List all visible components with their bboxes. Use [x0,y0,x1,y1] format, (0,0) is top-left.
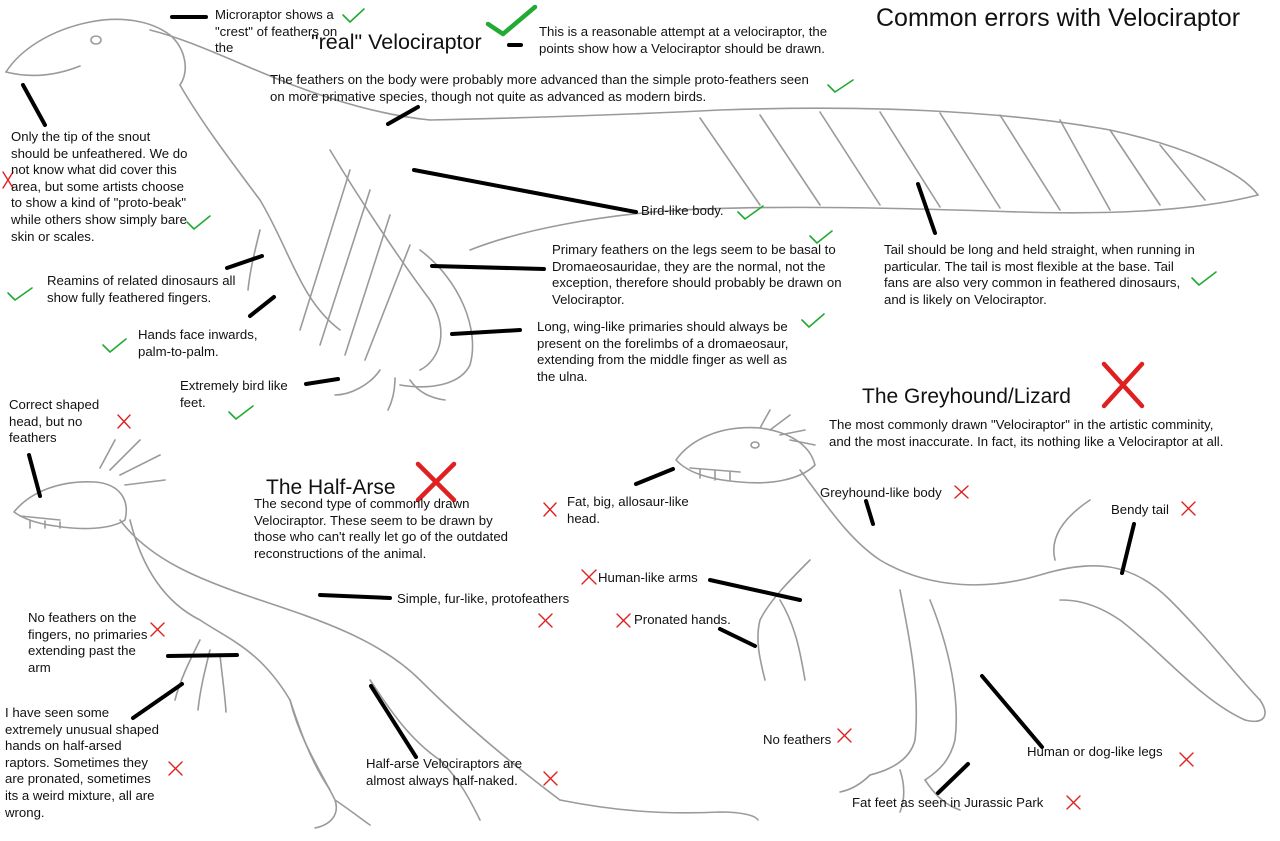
greyhound-heading: The Greyhound/Lizard [862,385,1071,408]
pointer-lines [21,15,1136,795]
check-icon [1191,271,1217,286]
cross-icon [1179,752,1194,767]
cross-icon [2,171,14,189]
hands-note: Hands face inwards, palm-to-palm. [138,327,258,359]
cross-icon [581,569,597,585]
microraptor-crest-note: Microraptor shows a "crest" of feathers … [215,7,338,56]
body-feathers-note: The feathers on the body were probably m… [270,72,809,104]
cross-icon [1181,501,1196,516]
grey-no-feathers-note: No feathers [763,732,832,747]
check-icon [228,405,254,420]
half-arse-raptor-sketch [13,439,759,829]
feet-note: Extremely bird like feet. [180,378,288,410]
real-intro-note: This is a reasonable attempt at a veloci… [539,24,828,56]
bird-body-note: Bird-like body. [641,203,724,218]
big-cross-icon [1101,361,1145,409]
grey-arms-note: Human-like arms [598,570,698,585]
check-icon [102,338,127,353]
half-naked-note: Half-arse Velociraptors are almost alway… [366,756,523,788]
check-icon [342,8,365,23]
cross-icon [538,613,553,628]
check-marks [7,4,1217,420]
cross-icon [168,761,183,776]
grey-body-note: Greyhound-like body [820,485,942,500]
leg-feathers-note: Primary feathers on the legs seem to be … [552,242,842,307]
check-icon [186,215,211,230]
cross-icon [954,485,969,499]
grey-legs-note: Human or dog-like legs [1027,744,1163,759]
cross-marks [2,171,1196,810]
greyhound-intro: The most commonly drawn "Velociraptor" i… [829,417,1224,449]
big-check-icon [485,4,538,37]
check-icon [801,313,825,328]
half-arse-intro: The second type of commonly drawn Veloci… [254,496,508,561]
check-icon [737,205,764,220]
page-title: Common errors with Velociraptor [876,4,1241,32]
half-hands-note: I have seen some extremely unusual shape… [5,705,159,820]
big-cross-icon [415,461,457,503]
cross-icon [117,414,131,429]
grey-tail-note: Bendy tail [1111,502,1169,517]
cross-icon [150,622,165,637]
snout-note: Only the tip of the snout should be unfe… [11,129,188,244]
real-velociraptor-heading: "real" Velociraptor [311,30,482,54]
half-head-note: Correct shaped head, but no feathers [9,397,100,446]
check-icon [827,79,854,93]
half-arse-heading: The Half-Arse [266,476,396,499]
cross-icon [543,771,558,786]
greyhound-raptor-sketch [675,409,1266,813]
half-protofeathers-note: Simple, fur-like, protofeathers [397,591,570,606]
cross-icon [616,613,631,628]
half-fingers-note: No feathers on the fingers, no primaries… [28,610,148,675]
grey-feet-note: Fat feet as seen in Jurassic Park [852,795,1044,810]
fingers-note: Reamins of related dinosaurs all show fu… [47,273,236,305]
cross-icon [1066,795,1081,810]
feathered-velociraptor-sketch [5,18,1259,411]
cross-icon [837,728,852,743]
primaries-note: Long, wing-like primaries should always … [537,319,789,384]
grey-head-note: Fat, big, allosaur-like head. [567,494,689,526]
check-icon [7,287,33,301]
grey-hands-note: Pronated hands. [634,612,731,627]
cross-icon [543,502,557,517]
check-icon [809,230,833,244]
tail-note: Tail should be long and held straight, w… [884,242,1195,307]
